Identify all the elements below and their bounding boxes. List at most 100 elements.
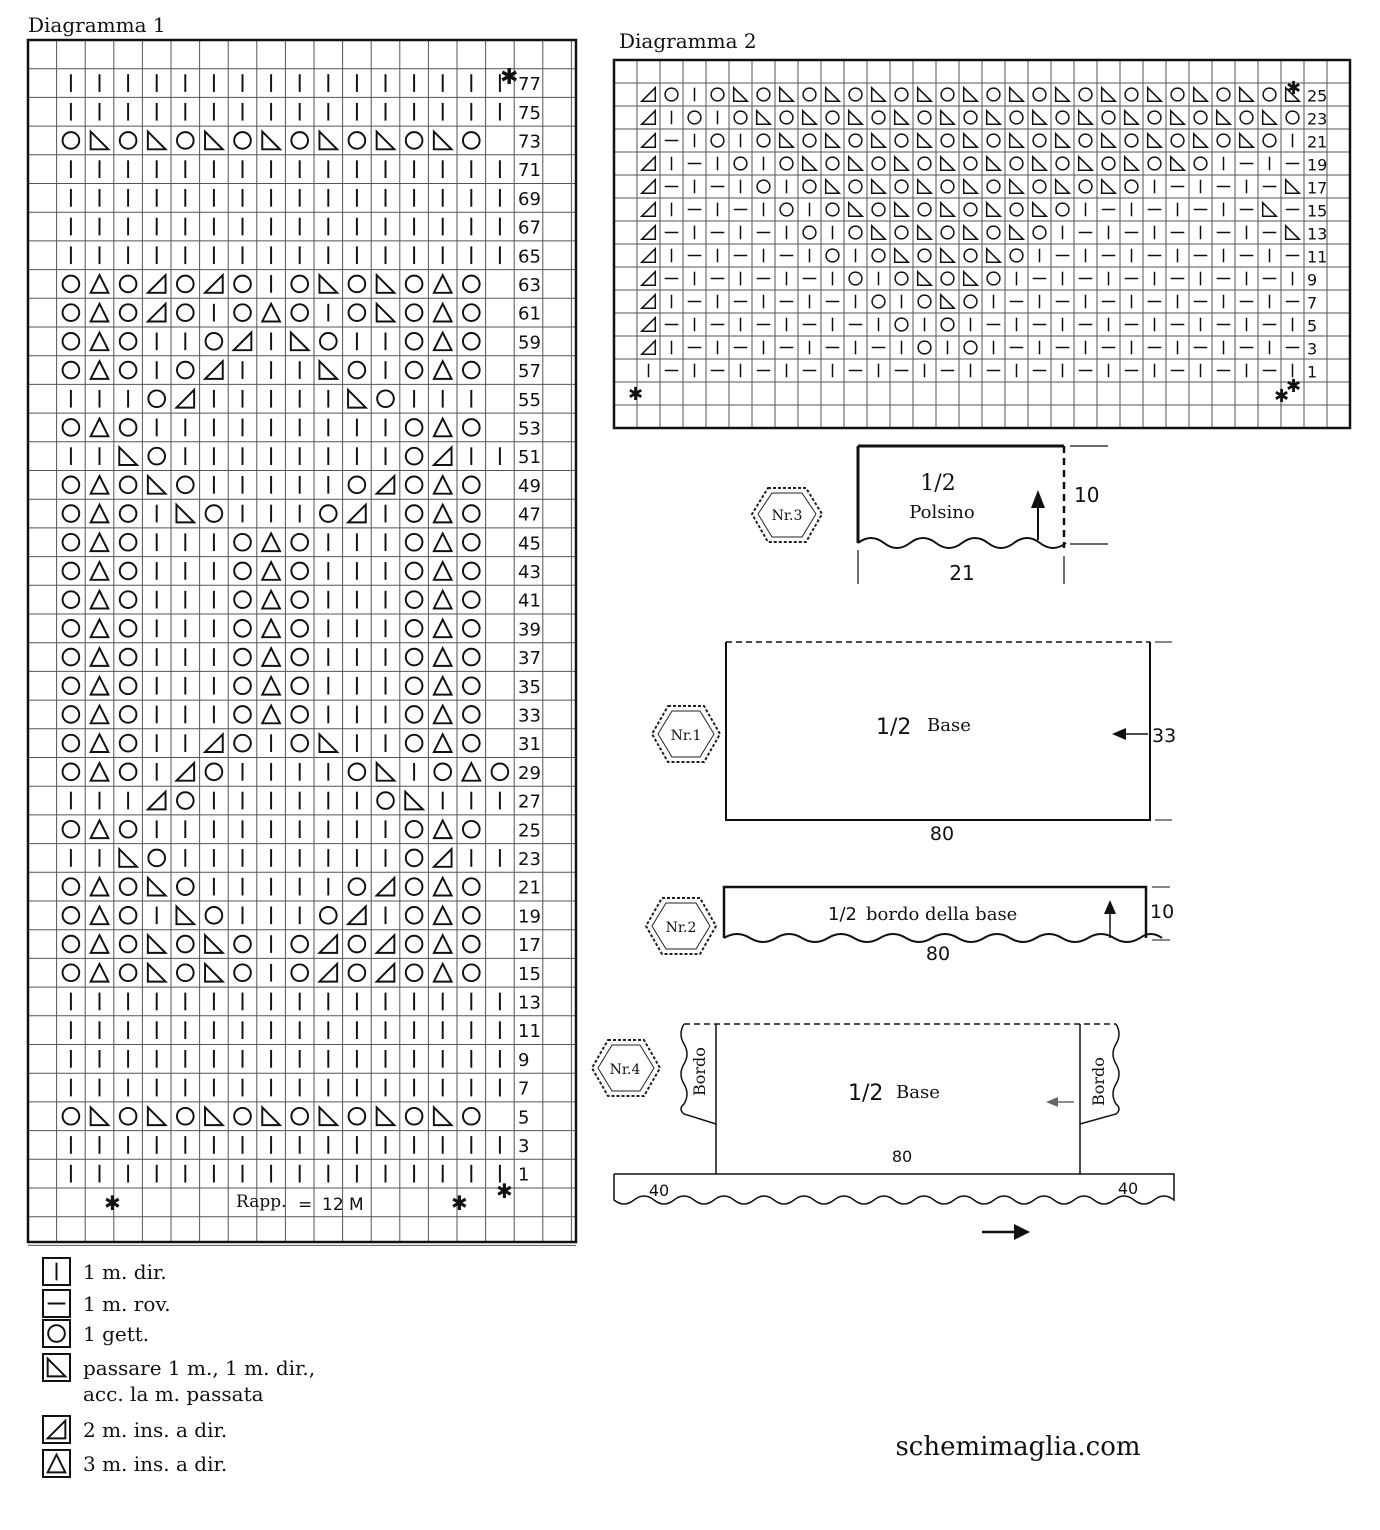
yarn-over-symbol	[1147, 156, 1162, 171]
yarn-over-symbol	[61, 963, 81, 983]
yarn-over-symbol	[61, 418, 81, 437]
yarn-over-symbol	[963, 110, 978, 125]
yarn-over-symbol	[404, 418, 424, 437]
direction-arrow-head	[1014, 1224, 1030, 1240]
slip-knit-pass-symbol	[1169, 154, 1187, 172]
yarn-over-symbol	[462, 418, 481, 437]
yarn-over-symbol	[347, 762, 367, 782]
yarn-over-symbol	[347, 934, 367, 954]
k3tog-symbol	[46, 1452, 67, 1474]
yarn-over-symbol	[118, 590, 138, 609]
yarn-over-symbol	[917, 110, 932, 125]
slip-knit-pass-symbol	[46, 1356, 68, 1378]
k3tog-symbol	[432, 330, 454, 352]
slip-knit-pass-symbol	[1031, 154, 1049, 172]
yarn-over-symbol	[687, 110, 702, 125]
k2tog-symbol	[374, 875, 396, 897]
row-label: 1	[518, 1165, 529, 1186]
k3tog-symbol	[432, 272, 454, 294]
diagram-2-marker-edge: ✱	[1286, 376, 1301, 397]
nr3-badge-inner	[757, 492, 817, 538]
slip-knit-pass-symbol	[318, 731, 340, 753]
row-label: 9	[518, 1050, 529, 1071]
yarn-over-symbol	[61, 733, 81, 753]
k3tog-symbol	[432, 961, 454, 983]
nr4-left-width: 40	[649, 1181, 669, 1200]
repeat-value: 12 M	[322, 1195, 364, 1215]
slip-knit-pass-symbol	[1100, 131, 1118, 149]
k3tog-symbol	[89, 301, 110, 323]
yarn-over-symbol	[917, 294, 932, 309]
slip-knit-pass-symbol	[801, 154, 819, 172]
yarn-over-symbol	[404, 963, 424, 983]
k3tog-symbol	[89, 703, 110, 725]
nr2-wave-edge	[723, 933, 1163, 943]
yarn-over-symbol	[1009, 156, 1024, 171]
slip-knit-pass-symbol	[916, 85, 934, 103]
yarn-over-symbol	[319, 906, 338, 925]
yarn-over-symbol	[61, 705, 81, 724]
yarn-over-symbol	[825, 248, 840, 263]
yarn-over-symbol	[710, 87, 725, 102]
yarn-over-symbol	[462, 561, 481, 581]
row-label: 11	[1307, 248, 1327, 267]
slip-knit-pass-symbol	[1284, 223, 1302, 241]
diagram-1-symbols	[61, 74, 510, 1183]
yarn-over-symbol	[1285, 110, 1300, 125]
k2tog-symbol	[639, 85, 657, 103]
slip-knit-pass-symbol	[1100, 85, 1118, 103]
legend-swatch	[42, 1353, 71, 1382]
slip-knit-pass-symbol	[204, 961, 226, 983]
yarn-over-symbol	[802, 225, 817, 240]
k3tog-symbol	[432, 818, 454, 840]
nr2-badge-inner	[651, 902, 711, 950]
row-label: 19	[1307, 156, 1327, 175]
row-label: 27	[518, 792, 541, 813]
row-label: 69	[518, 189, 541, 210]
yarn-over-symbol	[756, 133, 771, 148]
yarn-over-symbol	[176, 934, 195, 954]
row-label: 71	[518, 160, 541, 181]
yarn-over-symbol	[404, 274, 424, 294]
slip-knit-pass-symbol	[939, 154, 957, 172]
row-label: 57	[518, 361, 541, 382]
repeat-marker-top: ✱	[500, 65, 518, 90]
yarn-over-symbol	[1101, 156, 1116, 171]
yarn-over-symbol	[404, 360, 424, 380]
nr3-height: 10	[1074, 483, 1099, 507]
slip-knit-pass-symbol	[261, 1105, 283, 1127]
nr2-badge-label: Nr.2	[666, 920, 697, 936]
nr3-outline	[856, 444, 1064, 543]
yarn-over-symbol	[61, 561, 81, 581]
row-label: 17	[1307, 179, 1327, 198]
nr4-right-width: 40	[1118, 1179, 1138, 1198]
slip-knit-pass-symbol	[916, 269, 934, 287]
row-label: 15	[518, 964, 541, 985]
slip-knit-pass-symbol	[962, 85, 980, 103]
k2tog-symbol	[639, 315, 657, 333]
yarn-over-symbol	[61, 619, 81, 638]
yarn-over-symbol	[404, 848, 424, 868]
repeat-equals: =	[298, 1195, 312, 1215]
yarn-over-symbol	[940, 133, 955, 148]
yarn-over-symbol	[1193, 110, 1208, 125]
slip-knit-pass-symbol	[824, 85, 842, 103]
yarn-over-symbol	[802, 179, 817, 194]
yarn-over-symbol	[1055, 110, 1070, 125]
yarn-over-symbol	[61, 819, 81, 839]
yarn-over-symbol	[61, 906, 81, 925]
yarn-over-symbol	[404, 934, 424, 954]
nr4-left-side-label: Bordo	[690, 1047, 709, 1096]
yarn-over-symbol	[118, 819, 138, 839]
yarn-over-symbol	[871, 156, 886, 171]
row-label: 77	[518, 74, 541, 95]
k2tog-symbol	[202, 272, 224, 294]
k3tog-symbol	[89, 933, 110, 954]
yarn-over-symbol	[118, 906, 138, 925]
diagram-1-row-labels: 7775737169676563615957555351494745434139…	[518, 74, 541, 1186]
yarn-over-symbol	[940, 87, 955, 102]
row-label: 21	[1307, 133, 1327, 152]
k3tog-symbol	[89, 502, 110, 524]
yarn-over-symbol	[118, 963, 138, 983]
